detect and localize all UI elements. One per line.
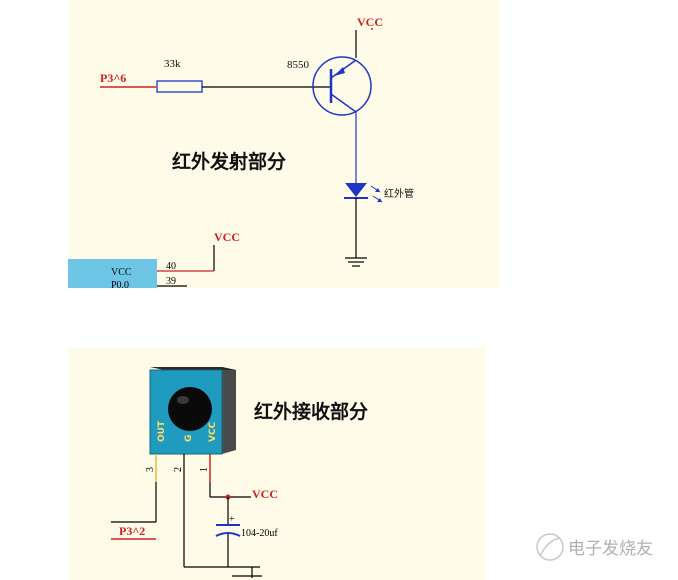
resistor-label: 33k: [164, 58, 181, 70]
transmitter-panel: [68, 0, 500, 288]
watermark-logo-icon: [536, 533, 564, 561]
transmitter-title: 红外发射部分: [172, 150, 286, 173]
transistor-emitter-arrow: [334, 67, 345, 76]
output-port-label: P3^2: [119, 524, 145, 538]
receiver-pin-num-1: 1: [199, 467, 210, 472]
watermark: 电子发烧友: [536, 533, 653, 561]
receiver-pin-num-2: 2: [173, 467, 184, 472]
watermark-text: 电子发烧友: [568, 539, 653, 559]
capacitor-plate-bottom: [215, 532, 241, 537]
led-symbol: [345, 183, 367, 197]
watermark-logo-stroke: [539, 537, 561, 557]
mcu-pin-40: 40: [166, 261, 176, 272]
transistor-label: 8550: [287, 59, 310, 71]
receiver-vcc-label: VCC: [252, 487, 278, 501]
mcu-body: [68, 259, 157, 288]
led-emit-arrow-1: [375, 188, 380, 192]
mcu-pin-vcc-label: VCC: [111, 267, 132, 278]
receiver-pin-out-label: OUT: [157, 420, 167, 442]
receiver-pin-gnd-label: G: [184, 435, 194, 442]
mcu-pin-p00-label: P0.0: [111, 280, 129, 291]
capacitor-polarity: +: [229, 514, 235, 525]
led-label: 红外管: [384, 187, 414, 200]
led-emit-arrow-2: [377, 198, 382, 202]
capacitor-label: 104-20uf: [241, 528, 278, 539]
receiver-title: 红外接收部分: [254, 400, 368, 423]
input-port-label: P3^6: [100, 71, 126, 85]
mcu-pin-39: 39: [166, 276, 176, 287]
vcc-top-label: VCC: [357, 15, 383, 29]
receiver-sensor-dome: [168, 387, 212, 431]
transistor-collector: [330, 93, 357, 113]
receiver-sensor-highlight: [177, 396, 189, 404]
transistor-body: [312, 56, 372, 116]
receiver-pin-vcc-label: VCC: [208, 421, 218, 442]
mcu-vcc-label: VCC: [214, 230, 240, 244]
receiver-module-side: [222, 367, 236, 454]
receiver-panel: [68, 348, 486, 580]
receiver-pin-num-3: 3: [145, 467, 156, 472]
receiver-module-top: [150, 367, 236, 370]
